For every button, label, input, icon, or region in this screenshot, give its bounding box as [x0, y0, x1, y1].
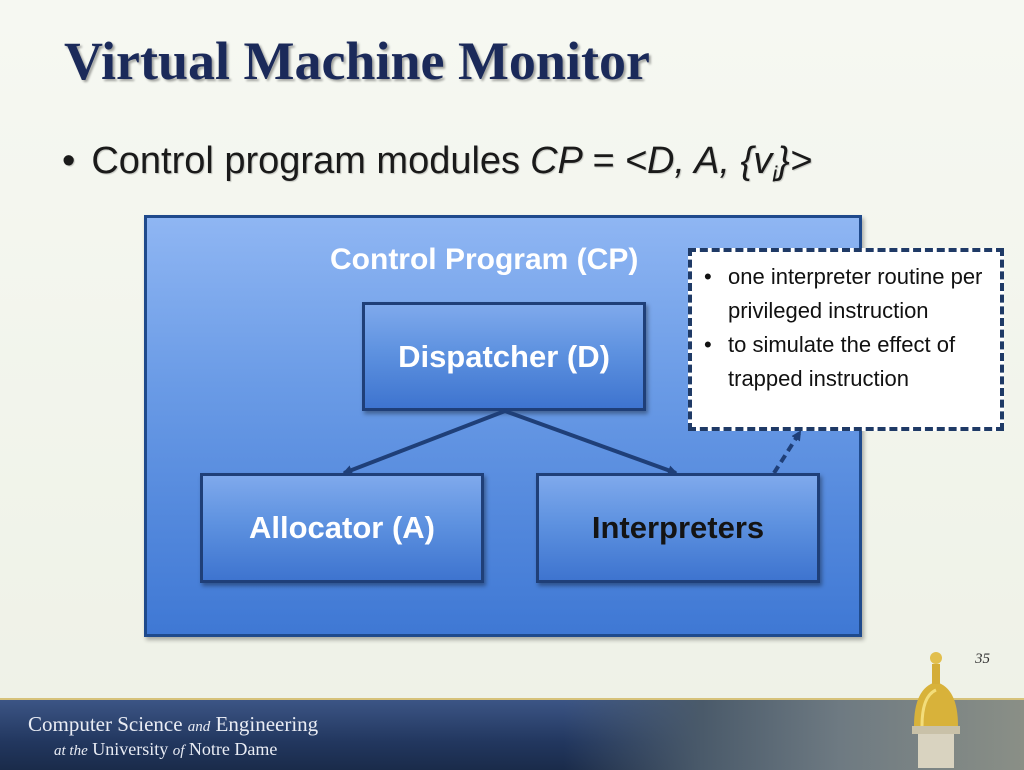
interpreter-note-callout: one interpreter routine per privileged i…: [688, 248, 1004, 431]
footer-banner: [0, 698, 1024, 770]
footer-line-1: Computer Science and Engineering: [28, 712, 319, 736]
arrow-dispatcher-to-allocator: [342, 409, 506, 475]
golden-dome-image: [912, 652, 960, 768]
bullet-formula: CP = <D, A, {vi}>: [530, 140, 813, 187]
allocator-box: Allocator (A): [200, 473, 484, 583]
note-item: to simulate the effect of trapped instru…: [700, 328, 992, 396]
arrow-interpreters-to-note: [772, 430, 802, 475]
dispatcher-label: Dispatcher (D): [398, 338, 610, 374]
note-item: one interpreter routine per privileged i…: [700, 260, 992, 328]
slide-title: Virtual Machine Monitor: [64, 31, 650, 91]
control-program-label: Control Program (CP): [330, 243, 639, 276]
bullet-icon: •: [62, 140, 76, 182]
allocator-label: Allocator (A): [249, 510, 435, 545]
arrow-dispatcher-to-interpreters: [504, 409, 678, 475]
interpreters-box: Interpreters: [536, 473, 820, 583]
dispatcher-box: Dispatcher (D): [362, 302, 646, 411]
bullet-text: Control program modules: [91, 140, 521, 182]
page-number: 35: [975, 651, 990, 667]
interpreters-label: Interpreters: [591, 510, 765, 545]
footer-line-2: at the University of Notre Dame: [54, 739, 278, 759]
